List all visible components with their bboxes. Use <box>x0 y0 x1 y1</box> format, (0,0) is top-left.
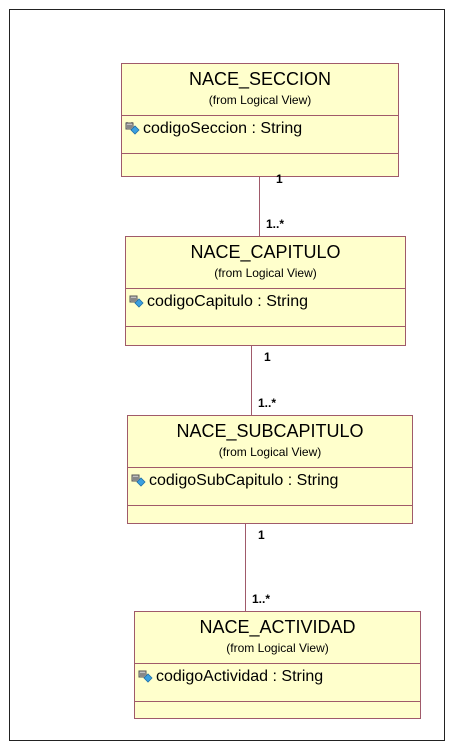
multiplicity-source: 1 <box>264 350 271 364</box>
class-header: NACE_ACTIVIDAD (from Logical View) <box>135 612 420 664</box>
attribute-row: codigoSubCapitulo : String <box>128 468 412 506</box>
class-package: (from Logical View) <box>218 445 322 459</box>
key-attribute-icon <box>129 295 144 308</box>
class-header: NACE_SUBCAPITULO (from Logical View) <box>128 416 412 468</box>
multiplicity-target: 1..* <box>266 217 285 231</box>
operations-compartment <box>128 506 412 526</box>
class-nace-actividad[interactable]: NACE_ACTIVIDAD (from Logical View) codig… <box>134 611 421 719</box>
class-name: NACE_CAPITULO <box>190 242 341 262</box>
class-header: NACE_SECCION (from Logical View) <box>122 64 398 116</box>
attribute-text: codigoSubCapitulo : String <box>149 472 339 489</box>
multiplicity-target: 1..* <box>258 396 277 410</box>
class-nace-subcapitulo[interactable]: NACE_SUBCAPITULO (from Logical View) cod… <box>127 415 413 524</box>
attribute-text: codigoSeccion : String <box>143 120 303 137</box>
class-name: NACE_SECCION <box>188 69 332 89</box>
key-attribute-icon <box>138 670 153 683</box>
key-attribute-icon <box>125 122 140 135</box>
attribute-row: codigoSeccion : String <box>122 116 398 154</box>
multiplicity-target: 1..* <box>252 592 271 606</box>
operations-compartment <box>126 327 405 347</box>
association-line[interactable] <box>245 524 246 611</box>
attribute-row: codigoActividad : String <box>135 664 420 702</box>
class-nace-capitulo[interactable]: NACE_CAPITULO (from Logical View) codigo… <box>125 236 406 346</box>
key-attribute-icon <box>131 474 146 487</box>
association-line[interactable] <box>259 177 260 236</box>
attribute-text: codigoActividad : String <box>156 668 324 685</box>
multiplicity-source: 1 <box>258 528 265 542</box>
class-name: NACE_ACTIVIDAD <box>199 617 356 637</box>
class-header: NACE_CAPITULO (from Logical View) <box>126 237 405 289</box>
class-package: (from Logical View) <box>226 641 329 655</box>
class-name: NACE_SUBCAPITULO <box>176 421 364 441</box>
class-package: (from Logical View) <box>208 93 312 107</box>
association-line[interactable] <box>251 346 252 415</box>
operations-compartment <box>135 702 420 722</box>
class-package: (from Logical View) <box>214 266 317 280</box>
attribute-text: codigoCapitulo : String <box>147 293 308 310</box>
attribute-row: codigoCapitulo : String <box>126 289 405 327</box>
class-nace-seccion[interactable]: NACE_SECCION (from Logical View) codigoS… <box>121 63 399 177</box>
operations-compartment <box>122 154 398 174</box>
multiplicity-source: 1 <box>276 172 283 186</box>
